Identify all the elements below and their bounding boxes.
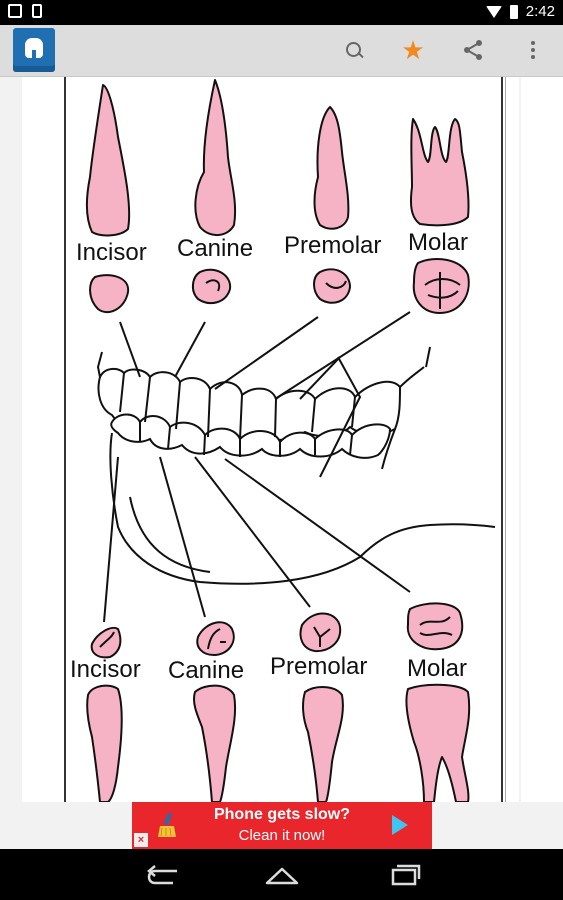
top-label-molar: Molar — [408, 229, 469, 256]
search-icon[interactable] — [339, 35, 369, 65]
lower-molar-occlusal — [406, 602, 464, 651]
action-bar: ★ — [0, 25, 563, 77]
upper-canine-occlusal — [192, 268, 232, 305]
lower-canine-tooth — [192, 684, 237, 802]
ad-banner[interactable]: Phone gets slow? Clean it now! × — [132, 802, 432, 849]
navigation-bar — [0, 849, 563, 900]
home-icon[interactable] — [262, 863, 302, 887]
content-area[interactable]: Incisor Canine Premolar Molar Incisor Ca… — [0, 77, 563, 802]
broom-icon — [158, 812, 176, 837]
lower-premolar-tooth — [302, 686, 344, 802]
battery-icon — [509, 4, 518, 19]
upper-premolar-tooth — [313, 106, 350, 230]
device-notification-icon — [32, 4, 42, 18]
lower-dental-arch — [110, 413, 392, 459]
back-icon[interactable] — [143, 863, 183, 887]
play-store-icon — [392, 815, 408, 835]
recent-apps-icon[interactable] — [383, 863, 423, 887]
lower-premolar-occlusal — [299, 612, 342, 653]
lower-molar-tooth — [405, 683, 471, 802]
top-label-premolar: Premolar — [284, 232, 382, 259]
lower-incisor-tooth — [86, 684, 123, 802]
bottom-label-incisor: Incisor — [70, 656, 141, 683]
status-bar: 2:42 — [0, 0, 563, 25]
jaw-outline — [109, 432, 496, 585]
top-label-canine: Canine — [177, 235, 254, 262]
wifi-icon — [485, 5, 502, 18]
bottom-label-canine: Canine — [168, 657, 245, 684]
teeth-diagram — [85, 79, 496, 802]
lower-canine-occlusal — [196, 621, 235, 656]
star-icon[interactable]: ★ — [401, 35, 425, 65]
upper-incisor-occlusal — [89, 274, 130, 314]
upper-canine-tooth — [194, 79, 237, 236]
upper-incisor-tooth — [85, 84, 131, 237]
ad-headline: Phone gets slow? — [213, 806, 350, 823]
ad-close-button[interactable]: × — [134, 833, 148, 847]
upper-molar-tooth — [410, 118, 470, 227]
upper-molar-occlusal — [412, 258, 470, 314]
tooth-app-icon[interactable] — [13, 28, 55, 72]
upper-premolar-occlusal — [313, 268, 351, 304]
bottom-label-molar: Molar — [407, 655, 468, 682]
bottom-label-premolar: Premolar — [270, 653, 368, 680]
ad-subtext: Clean it now! — [238, 827, 326, 844]
clock: 2:42 — [525, 3, 555, 20]
overflow-menu-icon[interactable] — [518, 35, 548, 65]
top-label-incisor: Incisor — [76, 239, 147, 266]
share-icon[interactable] — [458, 35, 488, 65]
lower-incisor-occlusal — [90, 626, 122, 659]
screenshot-notification-icon — [8, 4, 22, 18]
